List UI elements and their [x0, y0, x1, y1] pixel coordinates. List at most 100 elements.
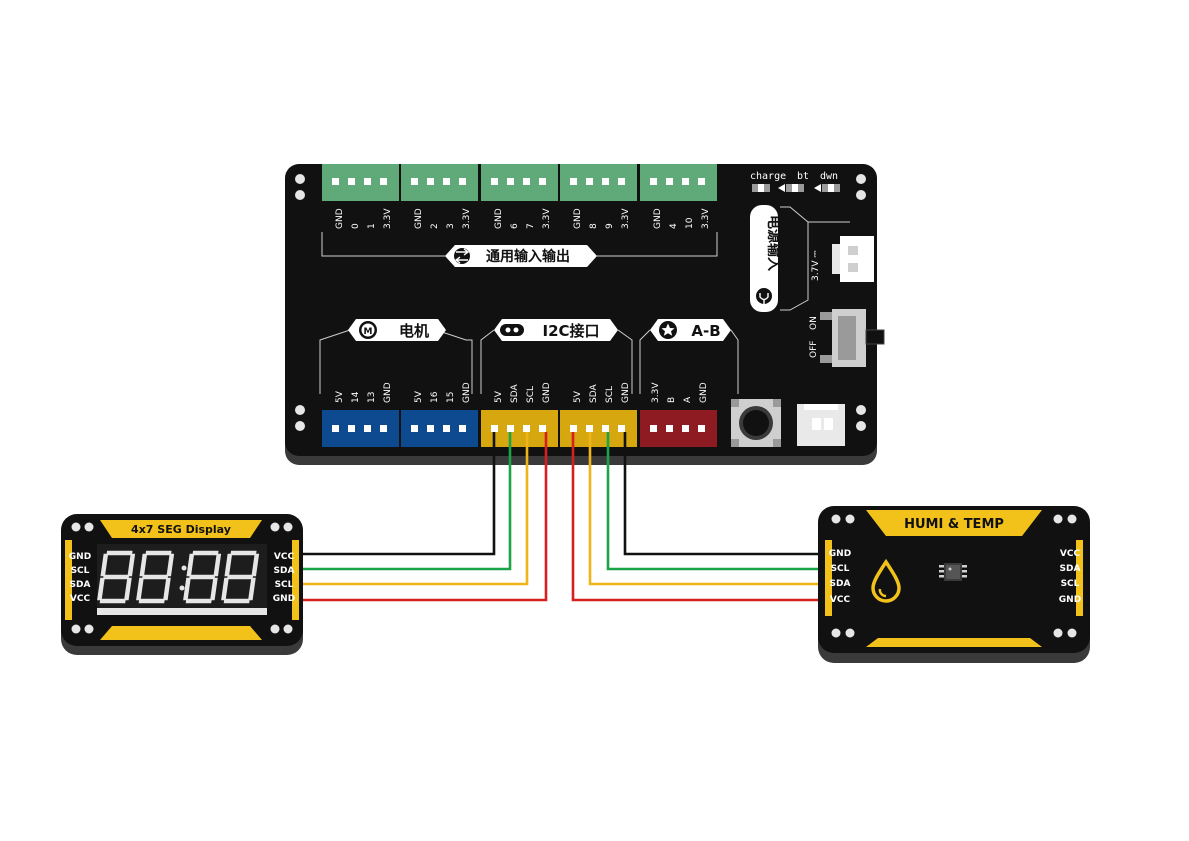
i2c-title-badge: I2C接口: [494, 319, 618, 341]
dwn-led-icon: [814, 184, 840, 192]
port-pin-label: 5V: [573, 390, 583, 403]
seg-digit-4: [221, 550, 260, 604]
charge-led-icon: [752, 184, 770, 192]
gpio-pin-label: 3.3V: [621, 208, 631, 229]
wire-black-sensor: [623, 432, 828, 556]
gpio-pin-label: GND: [653, 208, 663, 229]
motor-port-2[interactable]: [401, 410, 478, 447]
humi-left-pin: SCL: [831, 564, 850, 574]
seg-digit-1: [97, 550, 136, 604]
bottom-pin-labels: 5V 14 13 GND 5V 16 15 GND 5V SDA SCL GND…: [335, 382, 709, 403]
seg-left-pin: GND: [69, 552, 91, 562]
gpio-pin-label: 8: [589, 223, 599, 229]
motor-port-1[interactable]: [322, 410, 399, 447]
gpio-pin-label: 3: [446, 223, 456, 229]
port-pin-label: GND: [699, 382, 709, 403]
main-board: GND 0 1 3.3V GND 2 3 3.3V GND 6 7 3.3V G…: [285, 164, 885, 465]
port-pin-label: GND: [383, 382, 393, 403]
power-plug-icon: [756, 288, 772, 304]
wire-yellow-display: [302, 432, 529, 586]
gpio-pin-label: 7: [526, 223, 536, 229]
port-pin-label: SCL: [526, 386, 536, 403]
gpio-pin-label: GND: [414, 208, 424, 229]
humi-temp-title: HUMI & TEMP: [904, 517, 1004, 532]
port-pin-label: GND: [542, 382, 552, 403]
white-connector[interactable]: [797, 404, 845, 446]
humi-right-pin: GND: [1059, 595, 1081, 605]
humi-left-pin: VCC: [830, 595, 851, 605]
gpio-terminals: [322, 164, 717, 201]
port-pin-label: 14: [351, 391, 361, 403]
board-mount-holes: [295, 174, 866, 431]
port-pin-label: 16: [430, 391, 440, 403]
bt-led-icon: [778, 184, 804, 192]
power-switch[interactable]: ON OFF: [809, 309, 885, 367]
seg-colon: [179, 565, 187, 591]
gpio-pin-label: 3.3V: [701, 208, 711, 229]
star-icon: [659, 321, 677, 339]
gpio-pin-labels: GND 0 1 3.3V GND 2 3 3.3V GND 6 7 3.3V G…: [335, 208, 711, 229]
status-indicators: charge bt dwn: [750, 171, 840, 192]
humi-left-pin: GND: [829, 549, 851, 559]
io-arrows-icon: [454, 248, 470, 264]
seg-digit-3: [183, 550, 222, 604]
wire-red-display: [302, 432, 548, 602]
power-voltage-label: 3.7V ⎓: [811, 250, 821, 281]
power-connector[interactable]: [832, 236, 874, 282]
ab-title: A-B: [691, 322, 720, 340]
water-drop-icon: [871, 558, 901, 603]
port-pin-label: 5V: [414, 390, 424, 403]
humi-right-pins: VCC SDA SCL GND: [1059, 549, 1081, 605]
gpio-pin-label: 9: [605, 223, 615, 229]
port-pin-label: 13: [367, 392, 377, 403]
ab-port[interactable]: [640, 410, 717, 447]
seg-display-module: 4x7 SEG Display GND SCL SDA VCC VCC SDA …: [61, 514, 303, 655]
svg-text:M: M: [364, 327, 373, 337]
port-pin-label: A: [683, 396, 693, 403]
gpio-pin-label: 2: [430, 223, 440, 229]
seg-left-pin: SCL: [71, 566, 90, 576]
i2c-title: I2C接口: [542, 322, 599, 340]
seg-left-pins: GND SCL SDA VCC: [69, 552, 91, 604]
seg-right-pin: GND: [273, 594, 295, 604]
gpio-pin-label: 6: [510, 223, 520, 229]
reset-button[interactable]: [731, 399, 781, 447]
seg-mount-holes: [71, 522, 293, 634]
seg-display-title: 4x7 SEG Display: [131, 523, 231, 536]
wire-red-sensor: [571, 432, 828, 602]
port-pin-label: B: [667, 397, 677, 403]
port-pin-label: SDA: [510, 384, 520, 403]
gpio-pin-label: GND: [494, 208, 504, 229]
seg-left-pin: VCC: [70, 594, 91, 604]
gpio-pin-label: GND: [335, 208, 345, 229]
gpio-terminal-2[interactable]: [401, 164, 478, 201]
seg-right-pins: VCC SDA SCL GND: [273, 552, 295, 604]
gpio-pin-label: GND: [573, 208, 583, 229]
wire-black-display: [302, 432, 496, 556]
gpio-pin-label: 0: [351, 223, 361, 229]
gpio-terminal-1[interactable]: [322, 164, 399, 201]
port-pin-label: GND: [621, 382, 631, 403]
wire-green-sensor: [606, 432, 828, 571]
humi-left-pins: GND SCL SDA VCC: [829, 549, 851, 605]
status-label-charge: charge: [750, 171, 786, 182]
port-pin-label: SDA: [589, 384, 599, 403]
status-label-dwn: dwn: [820, 171, 838, 182]
humi-left-pin: SDA: [830, 579, 851, 589]
gpio-pin-label: 4: [669, 223, 679, 229]
port-pin-label: 15: [446, 392, 456, 403]
gpio-terminal-3[interactable]: [481, 164, 558, 201]
power-input-section: 电源输入 3.7V ⎓: [750, 205, 874, 312]
port-pin-label: 5V: [494, 390, 504, 403]
gpio-terminal-4[interactable]: [560, 164, 637, 201]
wires: [302, 432, 828, 602]
port-pin-label: SCL: [605, 386, 615, 403]
gpio-terminal-5[interactable]: [640, 164, 717, 201]
seg-right-pin: VCC: [274, 552, 295, 562]
switch-off-label: OFF: [809, 341, 819, 358]
i2c-connector-icon: [500, 324, 524, 336]
motor-icon: M: [359, 321, 377, 339]
seg-left-pin: SDA: [70, 580, 91, 590]
status-label-bt: bt: [797, 171, 809, 182]
